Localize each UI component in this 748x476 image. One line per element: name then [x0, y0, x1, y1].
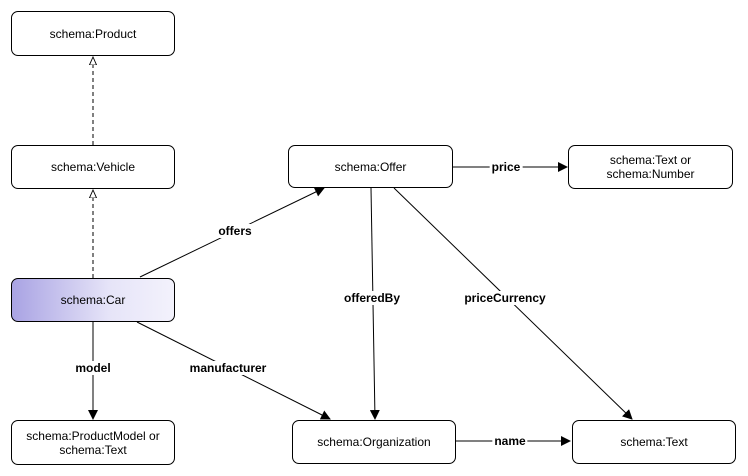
price-edge-label: price: [489, 160, 523, 174]
productmodel-class-node[interactable]: schema:ProductModel or schema:Text: [11, 420, 175, 465]
organization-class-label: schema:Organization: [317, 435, 431, 449]
text-class-node[interactable]: schema:Text: [572, 420, 736, 464]
offer-class-label: schema:Offer: [334, 159, 407, 174]
name-edge-label: name: [492, 434, 528, 448]
model-edge-label: model: [73, 361, 113, 375]
organization-class-node[interactable]: schema:Organization: [292, 420, 456, 464]
text-class-label: schema:Text: [620, 435, 688, 449]
offer-class-node[interactable]: schema:Offer: [288, 145, 453, 188]
offeredby-edge-label: offeredBy: [341, 291, 403, 305]
productmodel-class-label: schema:ProductModel or schema:Text: [26, 428, 160, 457]
pricecurrency-edge-label: priceCurrency: [462, 291, 548, 305]
manufacturer-edge-label: manufacturer: [187, 361, 269, 375]
car-class-label: schema:Car: [60, 293, 126, 307]
car-class-node[interactable]: schema:Car: [11, 278, 175, 322]
product-class-node[interactable]: schema:Product: [11, 11, 175, 56]
text-or-number-class-label: schema:Text or schema:Number: [606, 153, 695, 181]
vehicle-class-label: schema:Vehicle: [50, 160, 136, 174]
vehicle-class-node[interactable]: schema:Vehicle: [11, 145, 175, 189]
product-class-label: schema:Product: [49, 26, 137, 41]
offers-edge-label: offers: [216, 224, 254, 238]
text-or-number-class-node[interactable]: schema:Text or schema:Number: [568, 145, 733, 189]
